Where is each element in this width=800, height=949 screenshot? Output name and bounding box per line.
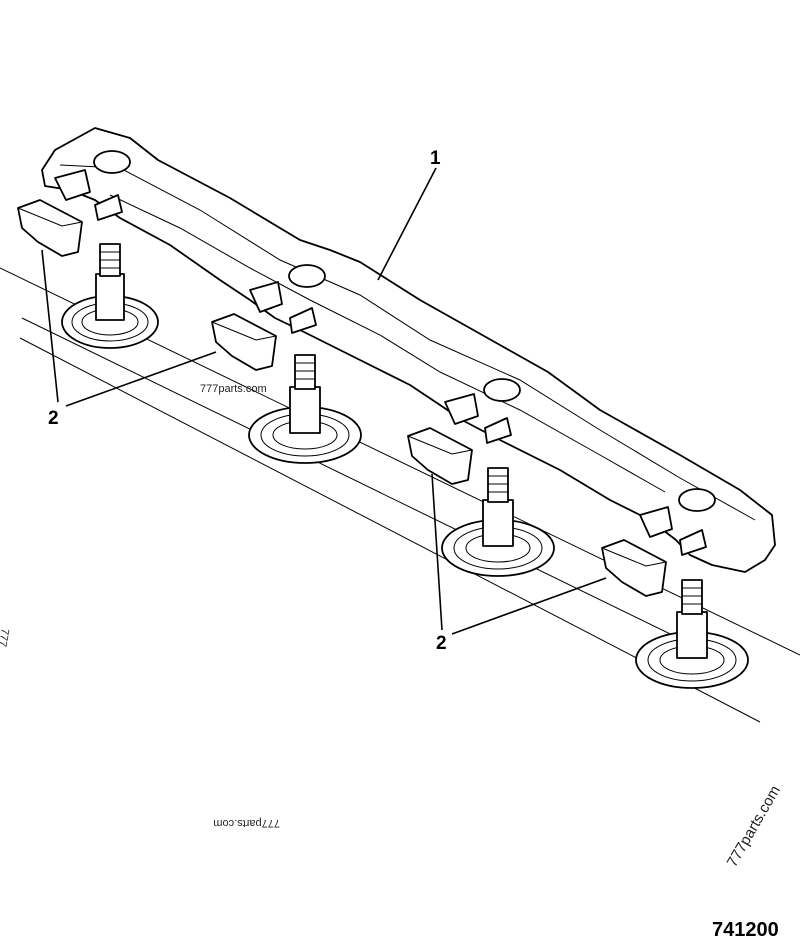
valve-pad-1 <box>17 199 83 257</box>
leader-lines <box>41 167 607 635</box>
watermark-right-rotated: 777parts.com <box>724 783 784 870</box>
watermark-left-edge: 777 <box>0 627 11 647</box>
valve-stud-1 <box>61 243 159 349</box>
rocker-rail <box>41 127 776 573</box>
callout-1: 1 <box>430 148 441 169</box>
valve-stud-3 <box>441 467 555 577</box>
callout-2-right: 2 <box>436 633 447 654</box>
valve-stud-2 <box>248 354 362 464</box>
valve-pad-3 <box>407 427 473 485</box>
valve-stud-4 <box>635 579 749 689</box>
callout-2-left: 2 <box>48 408 59 429</box>
drawing-number: 741200 <box>712 919 779 941</box>
valve-pad-4 <box>601 539 667 597</box>
watermark-bottom-mirrored: 777parts.com <box>213 817 280 829</box>
valve-pad-2 <box>211 313 277 371</box>
watermark-center: 777parts.com <box>200 383 267 395</box>
